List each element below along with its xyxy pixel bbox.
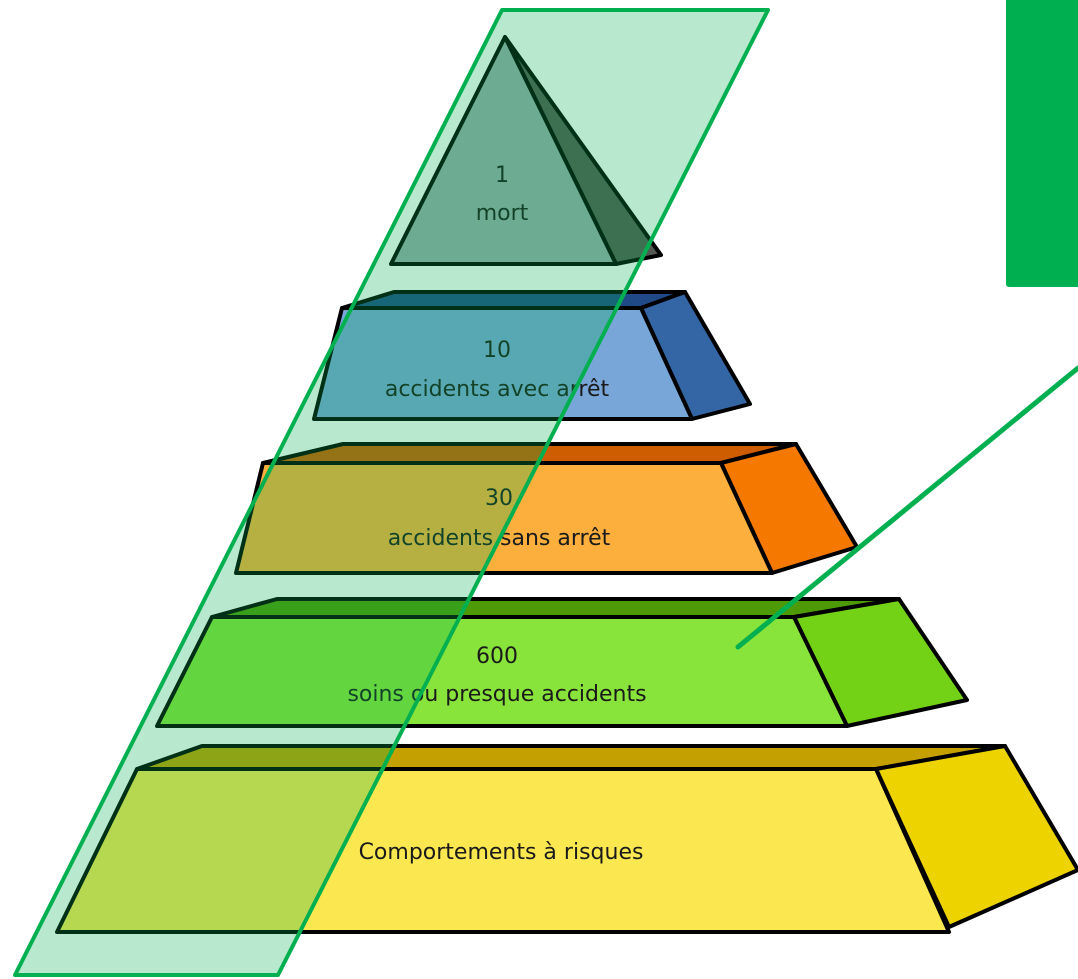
level-4-number: 600 [476,644,518,669]
callout-pointer-line [735,365,1078,650]
level-4-front-face [155,615,849,728]
level-3-front-face [234,461,774,575]
callout-box [1006,0,1078,287]
pyramid-level-4: 600 soins ou presque accidents [155,597,969,728]
level-3-number: 30 [485,486,513,511]
level-2-front-face [312,306,694,421]
level-4-label: soins ou presque accidents [347,682,646,707]
pyramid-level-5: Comportements à risques [55,744,1078,934]
level-1-label: mort [476,201,529,226]
level-1-front-face [389,35,618,266]
level-5-label: Comportements à risques [359,840,644,865]
level-1-number: 1 [495,163,509,188]
level-2-number: 10 [483,338,511,363]
pyramid-level-3: 30 accidents sans arrêt [234,442,859,575]
level-5-front-face [55,767,951,934]
pyramid-level-1: 1 mort [389,35,663,266]
highlight-band [13,8,770,977]
